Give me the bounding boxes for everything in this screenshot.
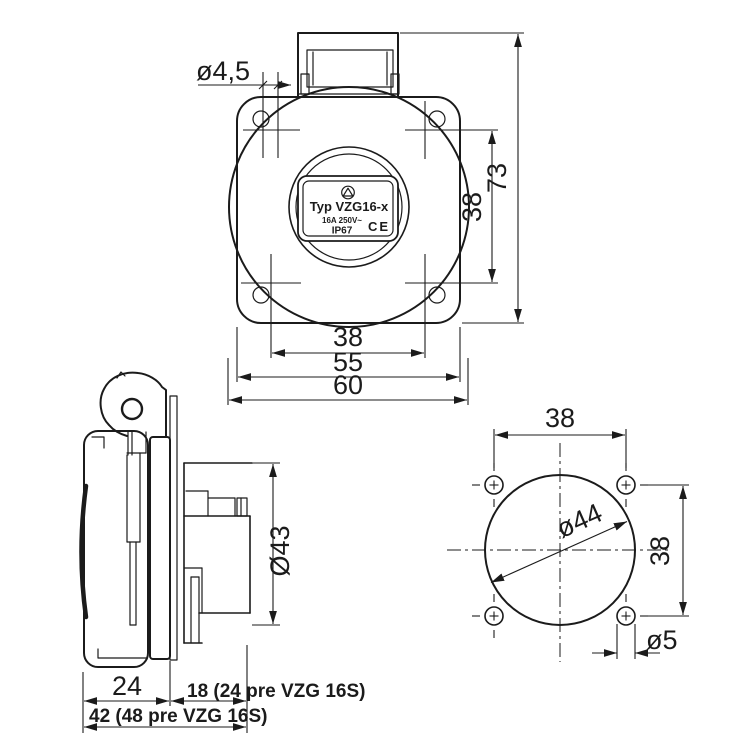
dim-screw-hole-diameter: ø5 [592,624,678,659]
mounting-flange [236,96,461,324]
dim-depths: 24 18 (24 pre VZG 16S) 42 (48 pre VZG 16… [82,645,365,733]
hinge-lobe [99,371,167,438]
hinge-nub [116,371,126,379]
dim-overall-height: 73 [400,32,524,324]
hinge-arm [126,431,147,626]
screw-hole [472,594,504,638]
lid-face-edge [79,483,89,620]
side-view: Ø43 24 18 (24 pre VZG 16S) 42 (48 pre VZ… [79,371,365,733]
dim-text-drill-spacing-right: 38 [645,536,675,566]
dim-text-spacing-h: 38 [333,322,363,352]
dim-text-drill-spacing-top: 38 [545,403,575,433]
dim-text-flange-width: 55 [333,347,363,377]
rear-body [183,462,253,644]
nameplate-type: Typ VZG16-x [310,199,389,214]
nameplate-rating: 16A 250V~ [322,216,362,225]
nameplate-ip-rating: IP67 [332,226,353,237]
front-view: Typ VZG16-x 16A 250V~ IP67 CE ø4 [196,32,524,405]
screw-hole [616,463,648,507]
face-ring-inner [295,153,403,261]
hinge-pivot-hole [120,397,144,421]
mounting-hole-marks [241,72,498,358]
dim-hole-spacing-vertical: 38 [457,131,496,282]
dim-text-spacing-v: 38 [457,192,487,222]
dim-text-body-width: 60 [333,370,363,400]
dim-drill-spacing-top: 38 [493,403,627,468]
dim-text-total-depth: 42 (48 pre VZG 16S) [89,706,267,727]
face-ring-outer [288,146,410,268]
ce-mark-icon: CE [368,219,390,234]
dim-hole-diameter: ø4,5 [196,56,291,90]
dim-text-front-depth: 24 [112,671,142,701]
boss-bump [252,286,270,304]
dim-body-diameter: Ø43 [252,462,295,626]
boss-bump [428,286,446,304]
dim-text-behind-panel-depth: 18 (24 pre VZG 16S) [187,681,365,702]
dim-cutout-diameter: ø44 [490,498,628,584]
screw-hole [616,594,648,626]
dim-text-body-diameter: Ø43 [265,525,295,576]
lid [83,430,149,668]
dim-body-width: 60 [227,358,469,405]
socket-body-circle [228,86,470,328]
certification-logo-triangle [342,187,354,197]
flange-side [149,436,171,660]
certification-logo-icon [341,185,355,200]
dim-text-screw-hole-diameter: ø5 [646,625,678,655]
flange-rear-layer [169,395,178,661]
dim-text-height: 73 [482,163,512,193]
drill-template-view: ø44 38 38 ø5 [447,403,689,662]
boss-bump [252,110,270,128]
nameplate: Typ VZG16-x 16A 250V~ IP67 CE [297,175,399,242]
dim-text-hole-diameter: ø4,5 [196,56,250,86]
screw-hole [472,463,504,507]
boss-bump [428,110,446,128]
dim-flange-width: 55 [236,327,461,382]
dim-drill-spacing-right: 38 [640,484,689,617]
dim-hole-spacing-horizontal: 38 [272,322,424,357]
screw-holes [472,463,648,638]
